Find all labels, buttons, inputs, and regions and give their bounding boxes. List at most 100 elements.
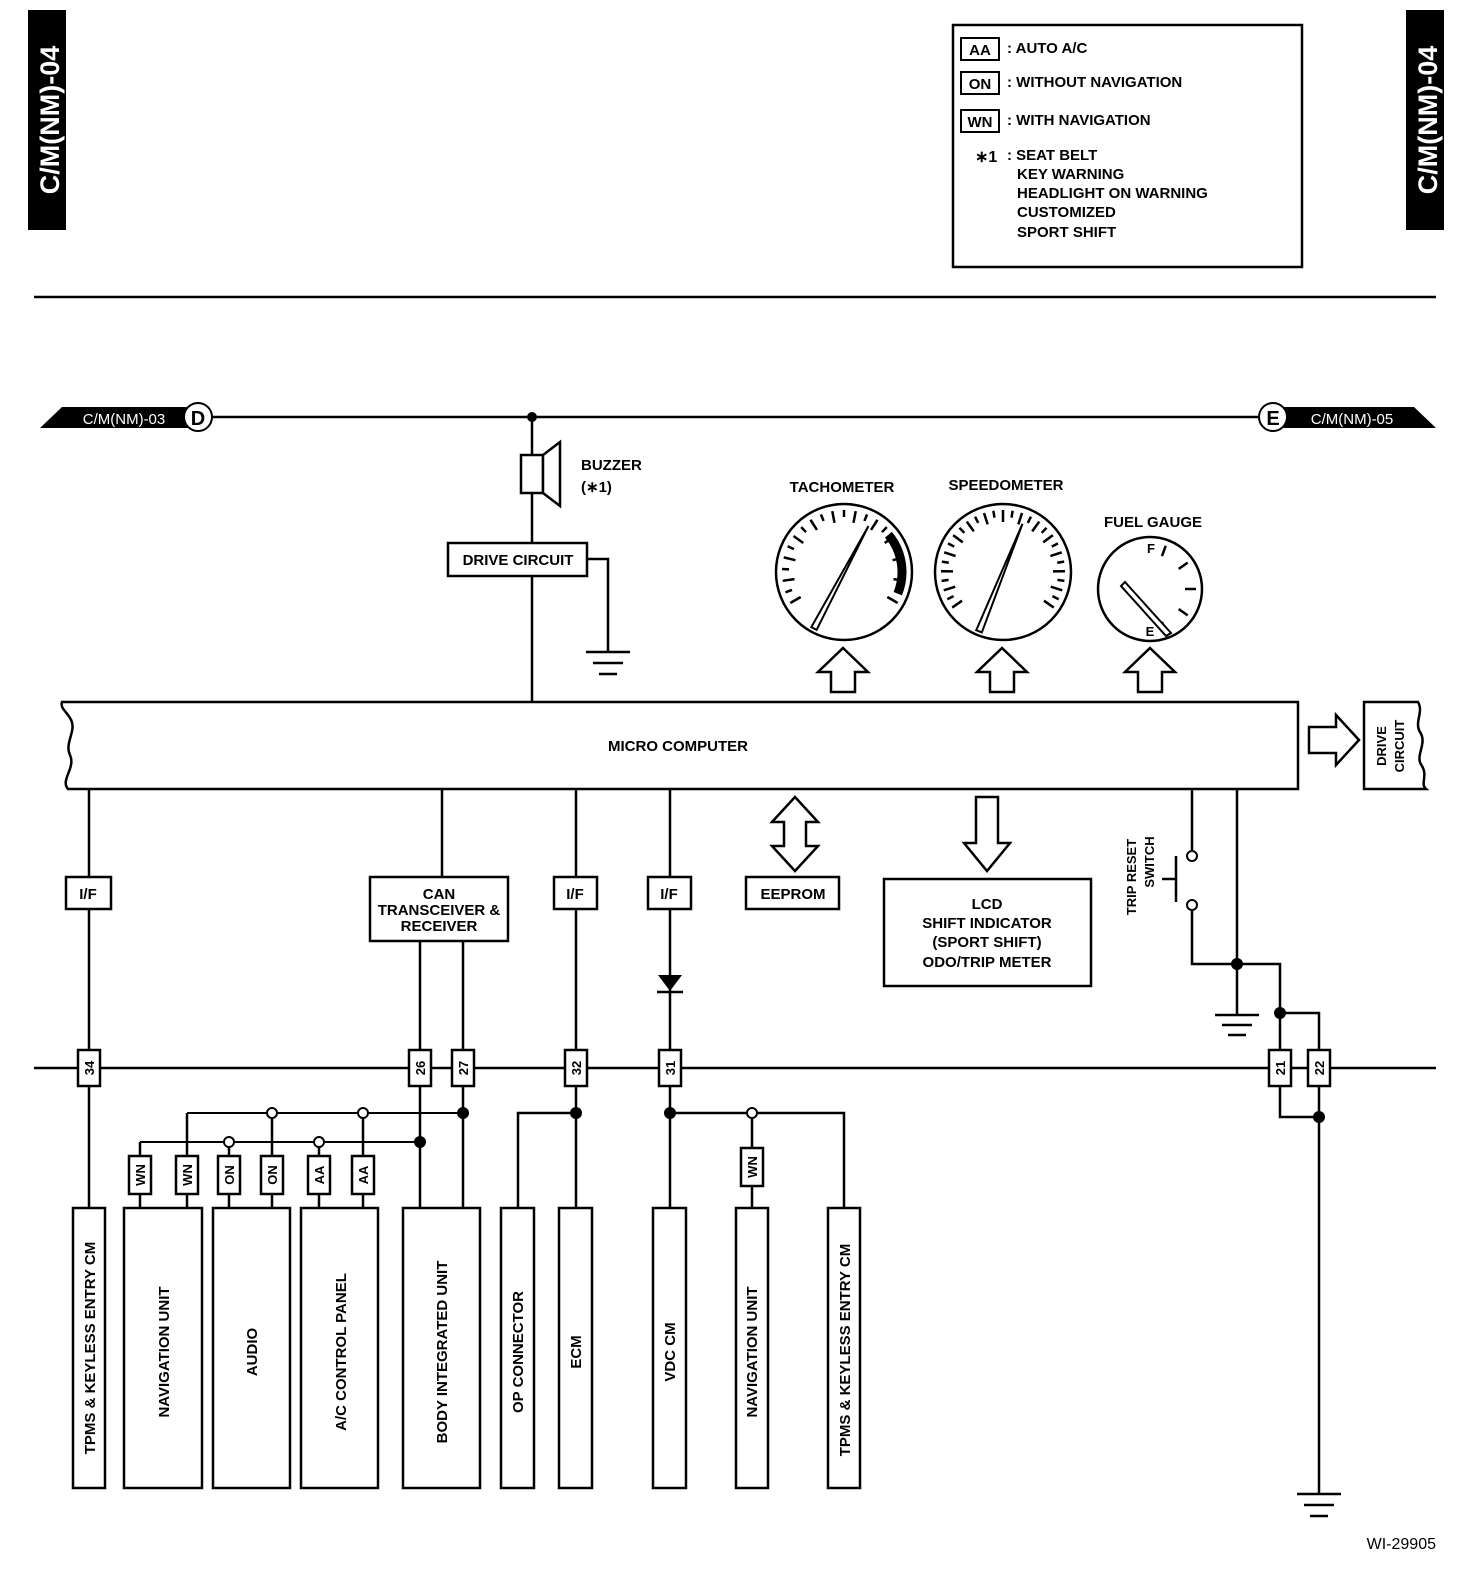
drive-circuit-box bbox=[446, 541, 589, 578]
page-tab-right: C/M(NM)-04 bbox=[1406, 10, 1444, 230]
legend-note-line: : SEAT BELT bbox=[1007, 147, 1097, 164]
junction-dot bbox=[1313, 1111, 1325, 1123]
variant-tag-label: ON bbox=[222, 1165, 237, 1185]
junction-dot bbox=[1231, 958, 1243, 970]
drive-circuit-right-label: DRIVE bbox=[1374, 726, 1389, 766]
arrow-updown-icon bbox=[769, 795, 821, 873]
legend-text-aa: : AUTO A/C bbox=[1007, 40, 1087, 57]
legend-text-wn: : WITH NAVIGATION bbox=[1007, 112, 1151, 129]
variant-tag-label: WN bbox=[133, 1164, 148, 1186]
splice-point bbox=[357, 1107, 369, 1119]
eeprom-label: EEPROM bbox=[760, 886, 825, 903]
module-label: BODY INTEGRATED UNIT bbox=[434, 1261, 451, 1444]
pin-26: 26 bbox=[407, 1048, 433, 1088]
legend-box: AA : AUTO A/C ON : WITHOUT NAVIGATION WN… bbox=[951, 23, 1304, 269]
ground-symbol bbox=[1215, 1013, 1259, 1037]
wire-op-connector bbox=[516, 1111, 576, 1208]
if-label: I/F bbox=[566, 886, 584, 903]
variant-tag-label: WN bbox=[180, 1164, 195, 1186]
legend-text-on: : WITHOUT NAVIGATION bbox=[1007, 74, 1182, 91]
pin-32: 32 bbox=[563, 1048, 589, 1088]
arrow-up-icon bbox=[814, 646, 872, 694]
connector-right: C/M(NM)-05 E bbox=[1258, 402, 1436, 432]
junction-dot bbox=[1274, 1007, 1286, 1019]
arrow-down-icon bbox=[961, 795, 1013, 873]
lcd-label: ODO/TRIP METER bbox=[923, 954, 1052, 971]
pin-22: 22 bbox=[1306, 1048, 1332, 1088]
variant-tag-wn: WN bbox=[127, 1154, 153, 1196]
wire-vdc-branch bbox=[670, 1111, 846, 1208]
legend-note-line: HEADLIGHT ON WARNING bbox=[1017, 185, 1208, 202]
variant-tag-aa: AA bbox=[306, 1154, 332, 1196]
if-block-34 bbox=[64, 875, 113, 911]
module-label: A/C CONTROL PANEL bbox=[333, 1273, 350, 1431]
buzzer-label: BUZZER bbox=[581, 457, 642, 474]
module-navigation-unit-2: NAVIGATION UNIT bbox=[734, 1206, 770, 1490]
can-label: CAN bbox=[423, 886, 456, 903]
junction-dot bbox=[570, 1107, 582, 1119]
module-label: ECM bbox=[568, 1335, 585, 1368]
pin-34: 34 bbox=[76, 1048, 102, 1088]
splice-point bbox=[313, 1136, 325, 1148]
module-label: OP CONNECTOR bbox=[510, 1291, 527, 1413]
pin-31: 31 bbox=[657, 1048, 683, 1088]
legend-note-line: CUSTOMIZED bbox=[1017, 204, 1116, 221]
if-label: I/F bbox=[660, 886, 678, 903]
drive-circuit-right-label: CIRCUIT bbox=[1392, 720, 1407, 773]
legend-note-mark: ∗1 bbox=[975, 149, 997, 166]
arrow-up-icon bbox=[1121, 646, 1179, 694]
if-block-31 bbox=[646, 875, 693, 911]
fuel-full-mark: F bbox=[1147, 541, 1155, 556]
variant-tag-on: ON bbox=[259, 1154, 285, 1196]
module-body-integrated-unit: BODY INTEGRATED UNIT bbox=[401, 1206, 482, 1490]
drive-circuit-label: DRIVE CIRCUIT bbox=[463, 552, 574, 569]
connector-right-ref: C/M(NM)-05 bbox=[1311, 411, 1394, 428]
legend-tag-aa: AA bbox=[969, 42, 991, 59]
lcd-block bbox=[882, 877, 1093, 988]
variant-tag-wn: WN bbox=[174, 1154, 200, 1196]
variant-tag-label: ON bbox=[265, 1165, 280, 1185]
pin-number: 27 bbox=[456, 1061, 471, 1075]
module-vdc-cm: VDC CM bbox=[651, 1206, 688, 1490]
ground-symbol bbox=[1297, 1492, 1341, 1518]
trip-reset-label: TRIP RESET bbox=[1124, 839, 1139, 915]
if-label: I/F bbox=[79, 886, 97, 903]
module-op-connector: OP CONNECTOR bbox=[499, 1206, 536, 1490]
junction-dot bbox=[414, 1136, 426, 1148]
diode-symbol bbox=[657, 975, 683, 994]
junction-dot bbox=[457, 1107, 469, 1119]
buzzer-symbol bbox=[519, 439, 562, 509]
ground-symbol bbox=[586, 650, 630, 676]
module-label: TPMS & KEYLESS ENTRY CM bbox=[82, 1242, 99, 1455]
variant-tag-label: AA bbox=[312, 1165, 327, 1184]
variant-tag-aa: AA bbox=[350, 1154, 376, 1196]
lcd-label: (SPORT SHIFT) bbox=[932, 934, 1041, 951]
legend-note-line: SPORT SHIFT bbox=[1017, 224, 1116, 241]
variant-tag-wn: WN bbox=[739, 1146, 765, 1188]
wire-21-22-bottom bbox=[1278, 1086, 1319, 1119]
pin-number: 26 bbox=[413, 1061, 428, 1075]
connector-left-ref: C/M(NM)-03 bbox=[83, 411, 166, 428]
module-label: VDC CM bbox=[662, 1322, 679, 1381]
module-audio: AUDIO bbox=[211, 1206, 292, 1490]
legend-tag-wn: WN bbox=[968, 114, 993, 131]
fuel-empty-mark: E bbox=[1146, 624, 1155, 639]
trip-reset-label: SWITCH bbox=[1142, 836, 1157, 887]
eeprom-block bbox=[744, 875, 841, 911]
module-label: NAVIGATION UNIT bbox=[156, 1286, 173, 1417]
trip-reset-switch bbox=[1162, 789, 1282, 1050]
wire-22 bbox=[1280, 1011, 1321, 1050]
pin-number: 22 bbox=[1312, 1061, 1327, 1075]
pin-number: 31 bbox=[663, 1061, 678, 1075]
page-code-left: C/M(NM)-04 bbox=[35, 46, 65, 195]
module-tpms-keyless-right: TPMS & KEYLESS ENTRY CM bbox=[826, 1206, 862, 1490]
splice-point bbox=[746, 1107, 758, 1119]
splice-point bbox=[223, 1136, 235, 1148]
variant-tag-label: WN bbox=[745, 1156, 760, 1178]
pin-21: 21 bbox=[1267, 1048, 1293, 1088]
tachometer-dial bbox=[774, 502, 914, 642]
module-ecm: ECM bbox=[557, 1206, 594, 1490]
variant-tag-on: ON bbox=[216, 1154, 242, 1196]
micro-computer-block bbox=[60, 700, 1300, 791]
